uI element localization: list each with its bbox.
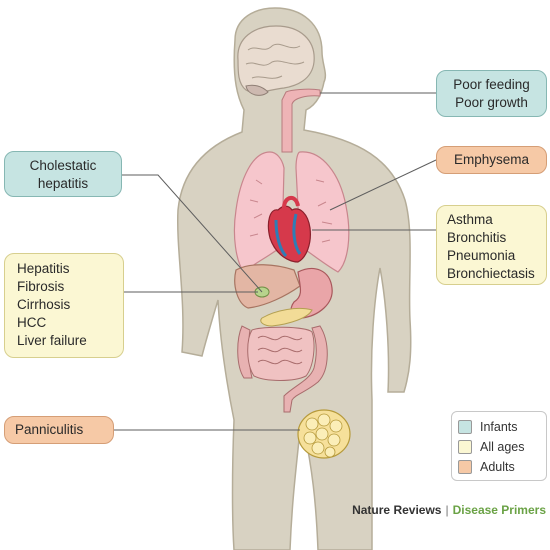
legend-swatch-infants bbox=[458, 420, 472, 434]
esophagus bbox=[281, 88, 321, 153]
callout-respiratory: Asthma Bronchitis Pneumonia Bronchiectas… bbox=[436, 205, 547, 285]
heart bbox=[267, 205, 311, 263]
callout-line: Pneumonia bbox=[447, 248, 516, 263]
connector-cholestatic bbox=[122, 174, 263, 293]
small-intestine-coils bbox=[257, 335, 303, 365]
series-name: Disease Primers bbox=[452, 503, 546, 517]
callout-panniculitis: Panniculitis bbox=[4, 416, 114, 444]
legend-item-adults: Adults bbox=[458, 457, 540, 477]
callout-line: Bronchitis bbox=[447, 230, 507, 245]
connector-emphysema bbox=[329, 159, 437, 211]
cerebellum bbox=[245, 84, 269, 96]
callout-poor-feeding: Poor feeding Poor growth bbox=[436, 70, 547, 117]
callout-line: hepatitis bbox=[37, 176, 89, 191]
legend-item-all-ages: All ages bbox=[458, 437, 540, 457]
legend-swatch-all-ages bbox=[458, 440, 472, 454]
publisher-name: Nature Reviews bbox=[352, 503, 442, 517]
callout-line: Cirrhosis bbox=[17, 297, 71, 312]
fat-cells bbox=[303, 413, 343, 458]
legend-label: All ages bbox=[480, 440, 525, 454]
pancreas bbox=[260, 307, 313, 327]
callout-emphysema: Emphysema bbox=[436, 146, 547, 174]
lung-airways bbox=[249, 179, 333, 243]
legend-swatch-adults bbox=[458, 460, 472, 474]
callout-line: Liver failure bbox=[17, 333, 87, 348]
brain-folds bbox=[245, 43, 305, 79]
legend-label: Infants bbox=[480, 420, 518, 434]
publisher-credit: Nature Reviews|Disease Primers bbox=[352, 503, 546, 517]
brain bbox=[237, 25, 315, 94]
callout-line: HCC bbox=[17, 315, 47, 330]
aorta bbox=[282, 196, 300, 209]
callout-line: Poor growth bbox=[455, 95, 528, 110]
callout-line: Hepatitis bbox=[17, 261, 70, 276]
heart-vessels bbox=[274, 213, 302, 258]
credit-separator: | bbox=[445, 503, 449, 517]
legend-item-infants: Infants bbox=[458, 417, 540, 437]
connector-lines bbox=[114, 92, 437, 431]
liver bbox=[234, 264, 301, 309]
callout-line: Bronchiectasis bbox=[447, 266, 535, 281]
callout-liver-disease: Hepatitis Fibrosis Cirrhosis HCC Liver f… bbox=[4, 253, 124, 358]
callout-line: Fibrosis bbox=[17, 279, 65, 294]
callout-line: Cholestatic bbox=[29, 158, 97, 173]
callout-line: Poor feeding bbox=[453, 77, 530, 92]
callout-line: Asthma bbox=[447, 212, 493, 227]
callout-line: Emphysema bbox=[453, 152, 530, 167]
callout-cholestatic-hepatitis: Cholestatic hepatitis bbox=[4, 151, 122, 197]
small-intestine bbox=[247, 326, 315, 381]
callout-line: Panniculitis bbox=[15, 422, 84, 437]
legend: Infants All ages Adults bbox=[451, 411, 547, 481]
legend-label: Adults bbox=[480, 460, 515, 474]
